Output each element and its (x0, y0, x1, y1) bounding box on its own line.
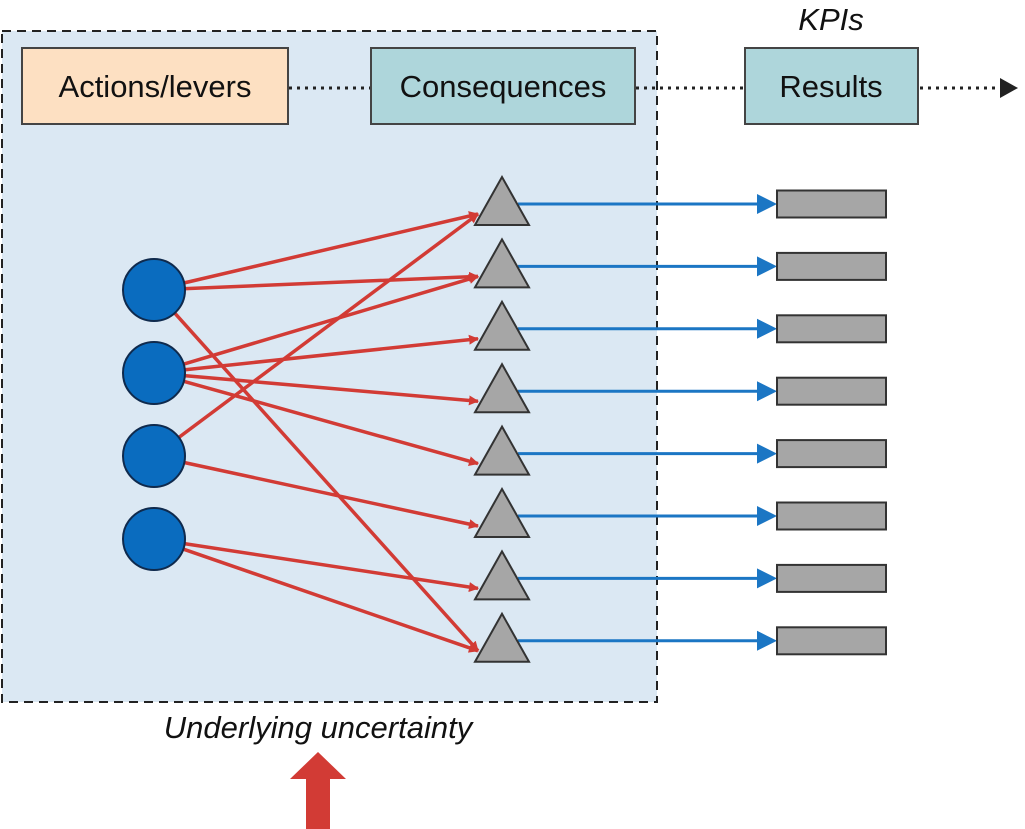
influence-arrow (181, 274, 479, 367)
header-flow-arrowhead (1000, 78, 1018, 98)
result-arrowhead (757, 443, 777, 464)
influence-arrow (180, 546, 479, 653)
result-node (776, 251, 887, 281)
consequence-node (473, 237, 531, 289)
influence-arrow (176, 212, 480, 441)
consequence-node (473, 549, 531, 601)
uncertainty-label: Underlying uncertainty (164, 710, 475, 745)
result-arrowhead (757, 381, 777, 402)
consequence-node (473, 362, 531, 414)
consequence-node (473, 486, 531, 538)
result-node (776, 626, 887, 656)
consequence-node (473, 174, 531, 226)
consequences-box (370, 47, 636, 125)
result-node (776, 563, 887, 593)
influence-arrow (182, 334, 479, 372)
action-node (122, 507, 186, 571)
actions-box (21, 47, 289, 125)
consequence-node (473, 299, 531, 351)
result-node (776, 376, 887, 406)
actions-label: Actions/levers (59, 69, 252, 104)
result-node (776, 314, 887, 344)
action-nodes (122, 258, 186, 571)
influence-arrow (181, 379, 479, 466)
action-node (122, 341, 186, 405)
consequence-node (473, 611, 531, 663)
influence-arrows (172, 211, 480, 653)
influence-arrow (181, 211, 479, 286)
influence-arrow (172, 310, 480, 652)
consequence-nodes (473, 174, 531, 663)
result-arrowhead (757, 568, 777, 589)
uncertainty-zone (1, 30, 658, 703)
influence-arrow (182, 373, 479, 406)
consequence-node (473, 424, 531, 476)
consequences-label: Consequences (400, 69, 607, 104)
kpis-label: KPIs (798, 2, 863, 37)
uncertainty-arrow-icon (290, 752, 346, 829)
action-node (122, 258, 186, 322)
result-arrows (518, 194, 777, 651)
result-node (776, 439, 887, 469)
results-label: Results (779, 69, 882, 104)
influence-arrow (182, 541, 479, 592)
result-arrowhead (757, 630, 777, 651)
result-arrowhead (757, 194, 777, 214)
influence-arrow (182, 271, 479, 291)
results-box (744, 47, 919, 125)
action-node (122, 424, 186, 488)
result-node (776, 189, 887, 219)
result-nodes (776, 189, 887, 656)
result-arrowhead (757, 256, 777, 277)
result-node (776, 501, 887, 531)
result-arrowhead (757, 318, 777, 339)
result-arrowhead (757, 506, 777, 526)
influence-arrow (181, 460, 479, 529)
